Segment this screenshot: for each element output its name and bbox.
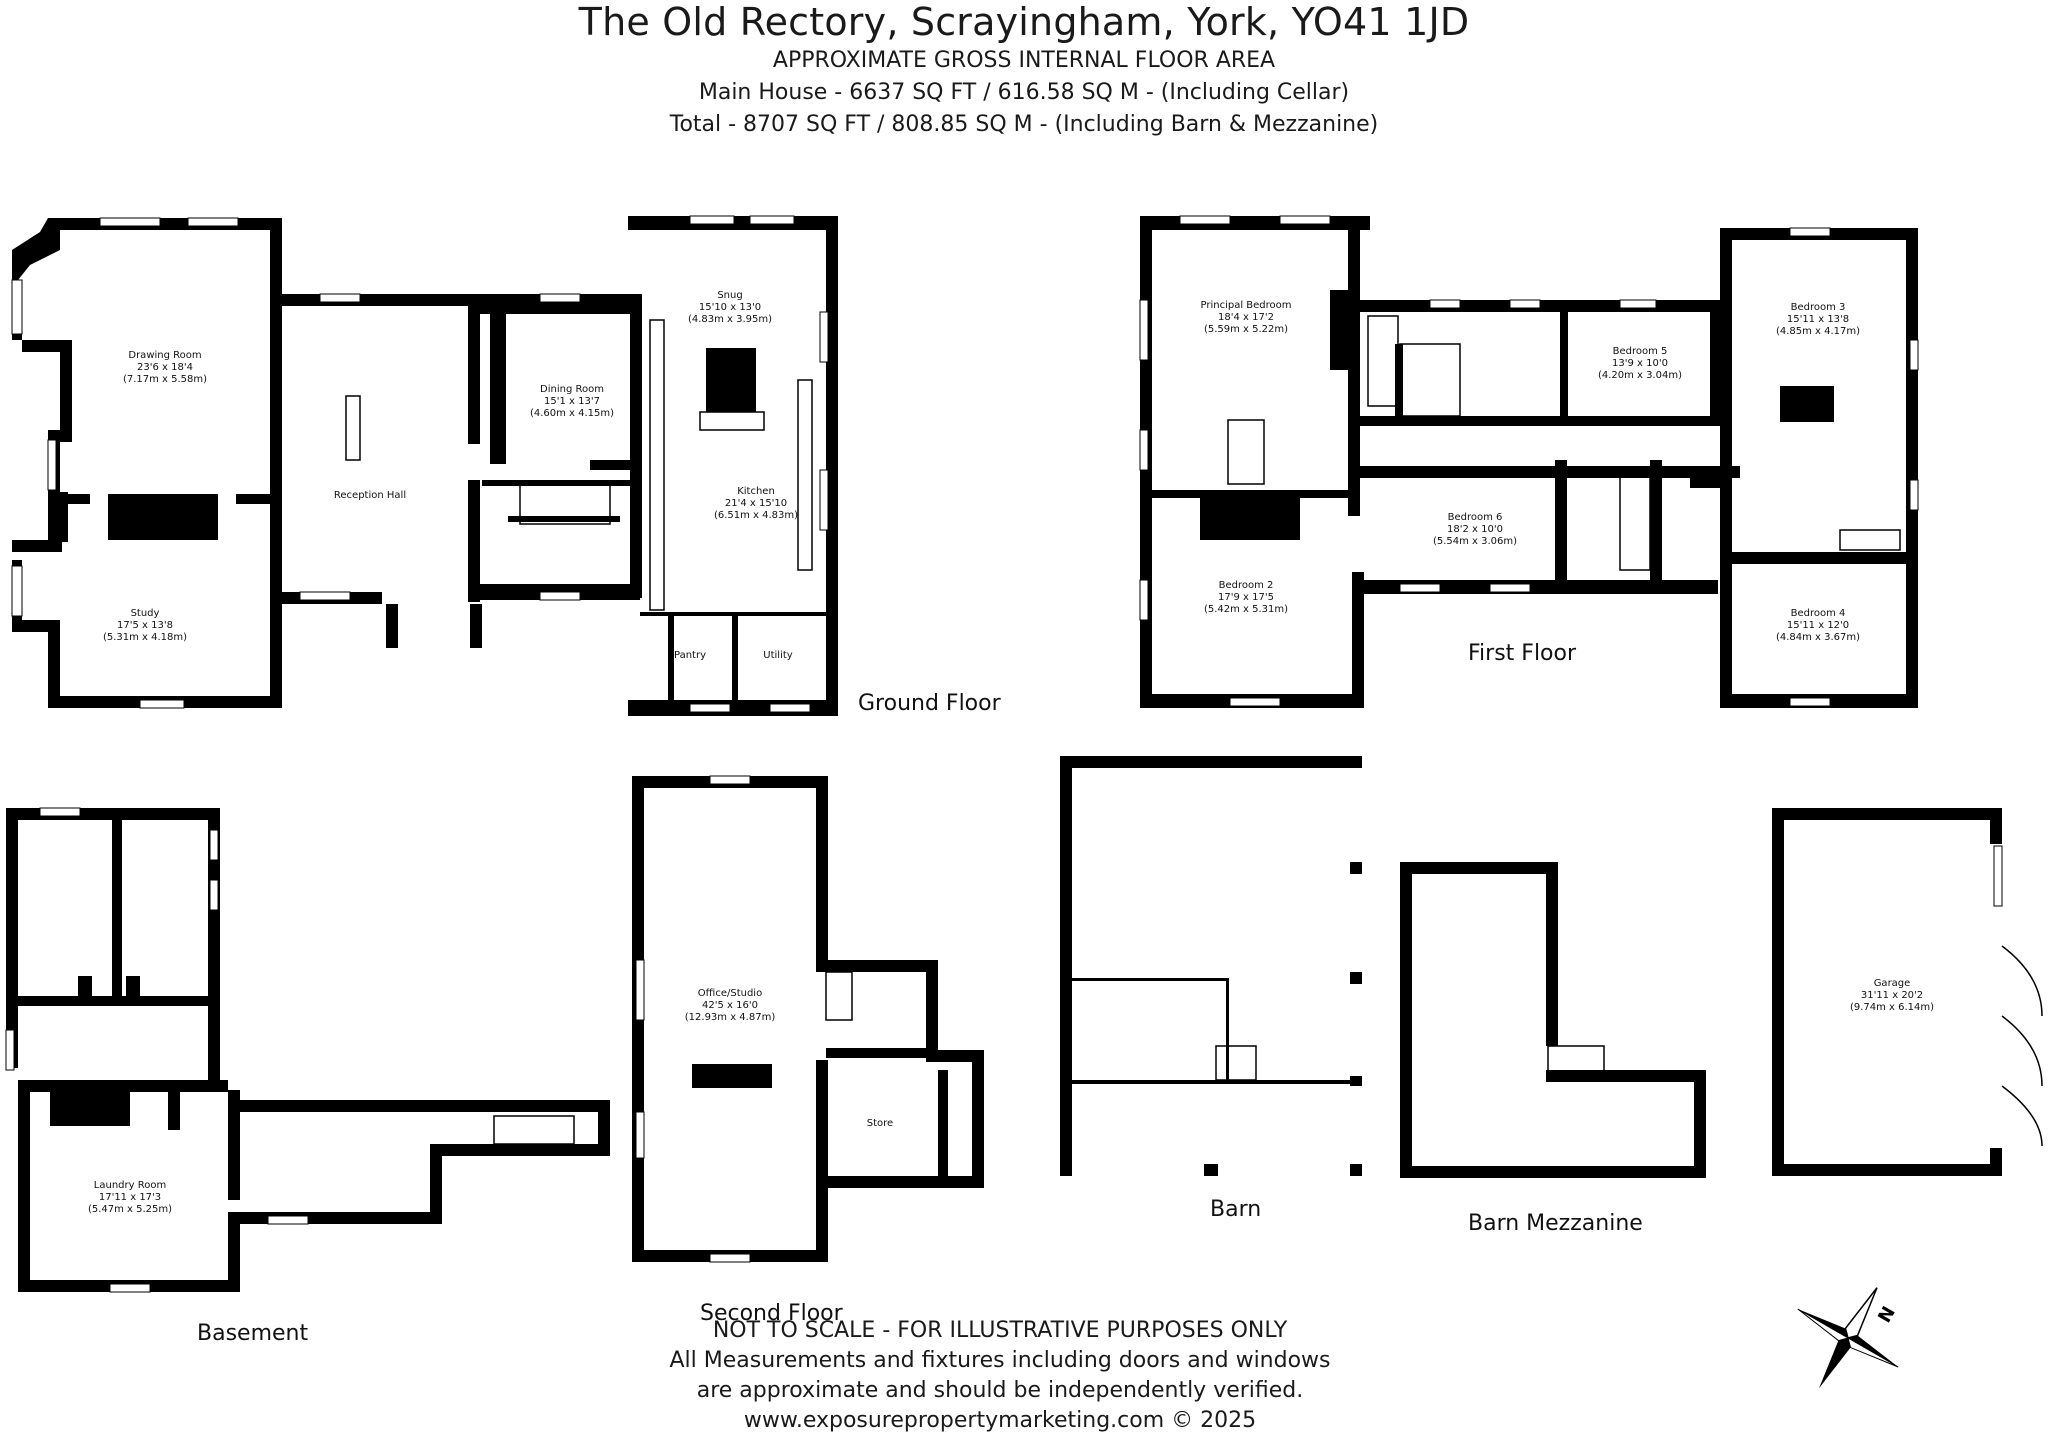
snug-name: Snug xyxy=(717,290,742,301)
office-studio-metric: (12.93m x 4.87m) xyxy=(685,1012,776,1023)
compass-icon xyxy=(1797,1287,1899,1389)
total-area: Total - 8707 SQ FT / 808.85 SQ M - (Incl… xyxy=(669,112,1379,137)
store-name: Store xyxy=(867,1118,893,1129)
bedroom-2-name: Bedroom 2 xyxy=(1219,580,1274,591)
study-metric: (5.31m x 4.18m) xyxy=(103,632,187,643)
dining-room-name: Dining Room xyxy=(540,384,604,395)
study-imperial: 17'5 x 13'8 xyxy=(117,620,173,631)
principal-bedroom-metric: (5.59m x 5.22m) xyxy=(1204,324,1288,335)
second-floor-plan: Office/Studio 42'5 x 16'0 (12.93m x 4.87… xyxy=(632,775,984,1326)
reception-hall-name: Reception Hall xyxy=(334,490,406,501)
disclaimer-measurements: All Measurements and fixtures including … xyxy=(669,1348,1331,1373)
bedroom-6-name: Bedroom 6 xyxy=(1448,512,1503,523)
laundry-room-imperial: 17'11 x 17'3 xyxy=(99,1192,161,1203)
drawing-room-imperial: 23'6 x 18'4 xyxy=(137,362,193,373)
bedroom-3-metric: (4.85m x 4.17m) xyxy=(1776,326,1860,337)
principal-bedroom-name: Principal Bedroom xyxy=(1200,300,1291,311)
drawing-room-name: Drawing Room xyxy=(128,350,201,361)
garage-imperial: 31'11 x 20'2 xyxy=(1861,990,1923,1001)
study-name: Study xyxy=(131,608,160,619)
garage-metric: (9.74m x 6.14m) xyxy=(1850,1002,1934,1013)
first-floor-label: First Floor xyxy=(1468,641,1577,666)
utility-name: Utility xyxy=(763,650,792,661)
barn-mezzanine-label: Barn Mezzanine xyxy=(1468,1211,1643,1236)
bedroom-2-imperial: 17'9 x 17'5 xyxy=(1218,592,1274,603)
kitchen-imperial: 21'4 x 15'10 xyxy=(725,498,787,509)
ground-floor-plan: Snug 15'10 x 13'0 (4.83m x 3.95m) Kitche… xyxy=(11,215,1002,716)
laundry-room-name: Laundry Room xyxy=(94,1180,166,1191)
dining-room-metric: (4.60m x 4.15m) xyxy=(530,408,614,419)
area-heading: APPROXIMATE GROSS INTERNAL FLOOR AREA xyxy=(772,48,1276,73)
principal-bedroom-imperial: 18'4 x 17'2 xyxy=(1218,312,1274,323)
bedroom-6-metric: (5.54m x 3.06m) xyxy=(1433,536,1517,547)
snug-metric: (4.83m x 3.95m) xyxy=(688,314,772,325)
main-house-area: Main House - 6637 SQ FT / 616.58 SQ M - … xyxy=(698,80,1350,105)
pantry-name: Pantry xyxy=(674,650,706,661)
bedroom-5-metric: (4.20m x 3.04m) xyxy=(1598,370,1682,381)
second-floor-label: Second Floor xyxy=(700,1301,844,1326)
garage-name: Garage xyxy=(1874,978,1911,989)
bedroom-4-metric: (4.84m x 3.67m) xyxy=(1776,632,1860,643)
bedroom-5-name: Bedroom 5 xyxy=(1613,346,1668,357)
barn-label: Barn xyxy=(1210,1197,1261,1222)
laundry-room-metric: (5.47m x 5.25m) xyxy=(88,1204,172,1215)
bedroom-5-imperial: 13'9 x 10'0 xyxy=(1612,358,1668,369)
kitchen-metric: (6.51m x 4.83m) xyxy=(714,510,798,521)
bedroom-3-imperial: 15'11 x 13'8 xyxy=(1787,314,1849,325)
kitchen-name: Kitchen xyxy=(737,486,775,497)
drawing-room-metric: (7.17m x 5.58m) xyxy=(123,374,207,385)
bedroom-3-name: Bedroom 3 xyxy=(1791,302,1846,313)
dining-room-imperial: 15'1 x 13'7 xyxy=(544,396,600,407)
bedroom-4-name: Bedroom 4 xyxy=(1791,608,1846,619)
office-studio-imperial: 42'5 x 16'0 xyxy=(702,1000,758,1011)
bedroom-6-imperial: 18'2 x 10'0 xyxy=(1447,524,1503,535)
page-title: The Old Rectory, Scrayingham, York, YO41… xyxy=(578,0,1470,44)
website-copyright: www.exposurepropertymarketing.com © 2025 xyxy=(743,1408,1257,1433)
bedroom-2-metric: (5.42m x 5.31m) xyxy=(1204,604,1288,615)
ground-floor-label: Ground Floor xyxy=(858,691,1002,716)
basement-label: Basement xyxy=(197,1321,308,1346)
first-floor-plan: Principal Bedroom 18'4 x 17'2 (5.59m x 5… xyxy=(1139,215,1919,708)
snug-imperial: 15'10 x 13'0 xyxy=(699,302,761,313)
disclaimer-not-to-scale: NOT TO SCALE - FOR ILLUSTRATIVE PURPOSES… xyxy=(712,1318,1288,1343)
basement-plan: Laundry Room 17'11 x 17'3 (5.47m x 5.25m… xyxy=(5,807,610,1346)
disclaimer-verify: are approximate and should be independen… xyxy=(696,1378,1304,1403)
bedroom-4-imperial: 15'11 x 12'0 xyxy=(1787,620,1849,631)
office-studio-name: Office/Studio xyxy=(698,988,762,999)
barn-plan: Barn Barn Mezzanine Garage 31'11 x 20'2 … xyxy=(1060,756,2043,1236)
